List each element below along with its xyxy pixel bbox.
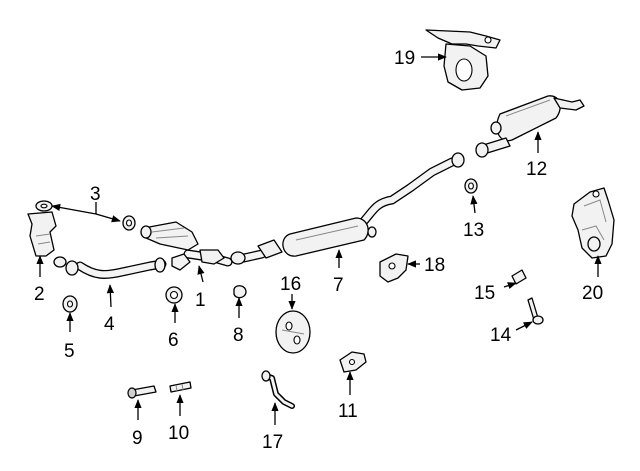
callout-9: 9 [132, 428, 143, 449]
callout-20: 20 [582, 283, 603, 304]
callout-18: 18 [424, 255, 445, 276]
callout-4: 4 [104, 314, 115, 335]
callout-11: 11 [338, 401, 358, 422]
callout-5: 5 [64, 341, 75, 362]
callout-12: 12 [526, 159, 547, 180]
callout-17: 17 [262, 432, 283, 453]
callout-2: 2 [34, 284, 45, 305]
part-11-hanger [339, 351, 367, 373]
part-14-bolt [527, 297, 544, 325]
part-6-gasket [165, 286, 183, 304]
callout-16: 16 [280, 274, 301, 295]
part-13-insulator [464, 178, 478, 194]
part-1-catalytic-converter [140, 221, 225, 271]
callout-19: 19 [394, 48, 415, 69]
leader-lines [36, 53, 602, 425]
callout-3: 3 [90, 184, 101, 205]
part-3-gasket [35, 200, 136, 231]
part-7-resonator [230, 152, 465, 265]
callout-8: 8 [233, 325, 244, 346]
callout-13: 13 [463, 220, 484, 241]
callout-1: 1 [195, 290, 206, 311]
part-15-stud [511, 269, 527, 285]
part-18-bracket [379, 253, 409, 283]
part-2-converter [27, 211, 67, 268]
part-17-hanger-rod [261, 370, 295, 409]
callout-10: 10 [168, 423, 189, 444]
callout-7: 7 [333, 275, 344, 296]
callout-labels: 1 2 3 4 5 6 7 8 9 10 11 12 13 14 15 16 1… [34, 48, 603, 453]
part-12-muffler [475, 95, 585, 158]
part-16-insulator [275, 310, 311, 354]
part-10-stud [169, 381, 192, 393]
callout-6: 6 [168, 330, 179, 351]
callout-15: 15 [474, 283, 495, 304]
part-20-heat-shield [571, 187, 615, 259]
part-19-hanger-bracket [425, 29, 501, 91]
callout-14: 14 [490, 325, 512, 346]
part-8-clamp [233, 285, 247, 299]
part-5-gasket [62, 295, 78, 313]
part-9-bolt [127, 385, 157, 399]
part-4-front-pipe [65, 257, 166, 276]
